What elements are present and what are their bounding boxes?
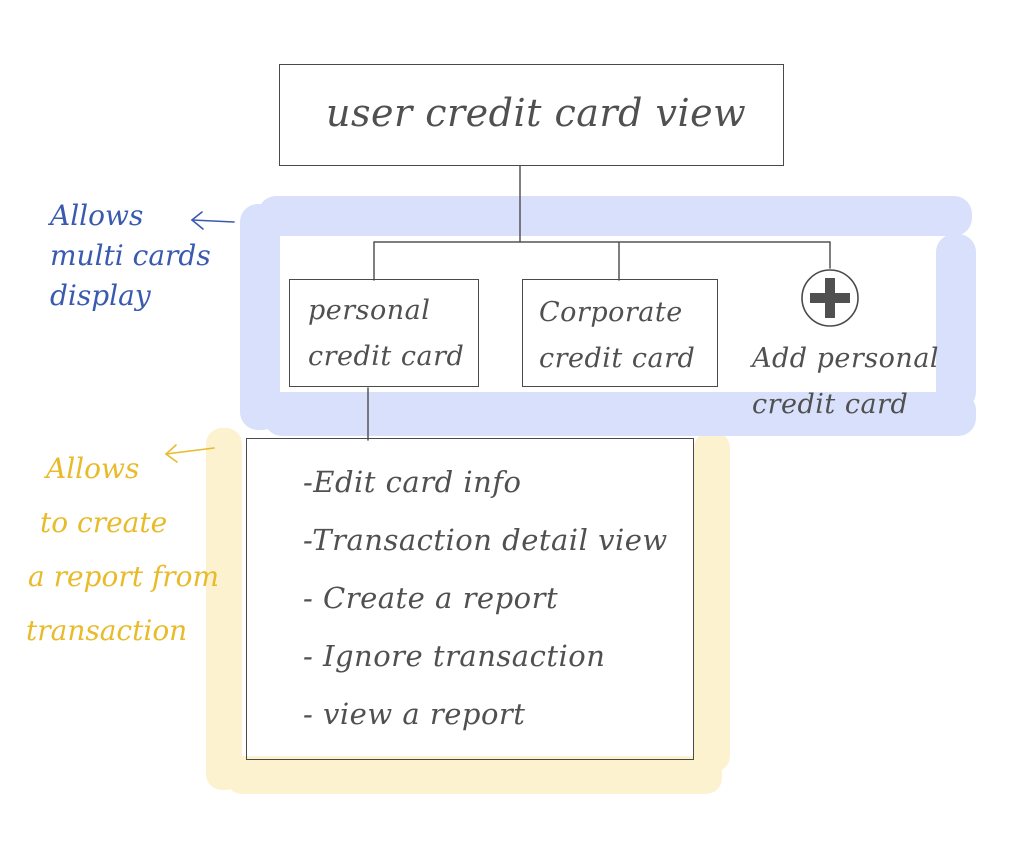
yellow-highlight-right	[694, 432, 730, 772]
title-box: user credit card view	[279, 64, 784, 166]
personal-card-label: personal credit card	[308, 295, 465, 372]
blue-highlight-bottom	[264, 392, 976, 436]
actions-box: -Edit card info -Transaction detail view…	[246, 438, 694, 760]
action-view-report[interactable]: - view a report	[303, 697, 526, 731]
action-create-report[interactable]: - Create a report	[303, 581, 559, 615]
multi-cards-note: Allows multi cards display	[50, 199, 211, 312]
yellow-highlight-left	[206, 428, 242, 790]
diagram-title: user credit card view	[326, 91, 747, 135]
blue-highlight-right	[936, 234, 976, 410]
action-edit-card-info[interactable]: -Edit card info	[303, 465, 522, 499]
corporate-card-label: Corporate credit card	[539, 297, 696, 374]
yellow-highlight-bottom	[226, 756, 722, 794]
blue-arrow	[190, 211, 235, 230]
action-transaction-detail-view[interactable]: -Transaction detail view	[303, 523, 668, 557]
add-card-label[interactable]: Add personal credit card	[752, 343, 940, 420]
blue-highlight-top	[258, 196, 972, 236]
corporate-card-box[interactable]: Corporate credit card	[522, 279, 718, 387]
action-ignore-transaction[interactable]: - Ignore transaction	[303, 639, 606, 673]
personal-card-box[interactable]: personal credit card	[289, 279, 479, 387]
add-card-icon[interactable]	[801, 269, 859, 327]
yellow-arrow	[164, 444, 215, 463]
report-note: Allows to create a report from transacti…	[26, 452, 220, 647]
blue-highlight-left	[240, 204, 280, 430]
